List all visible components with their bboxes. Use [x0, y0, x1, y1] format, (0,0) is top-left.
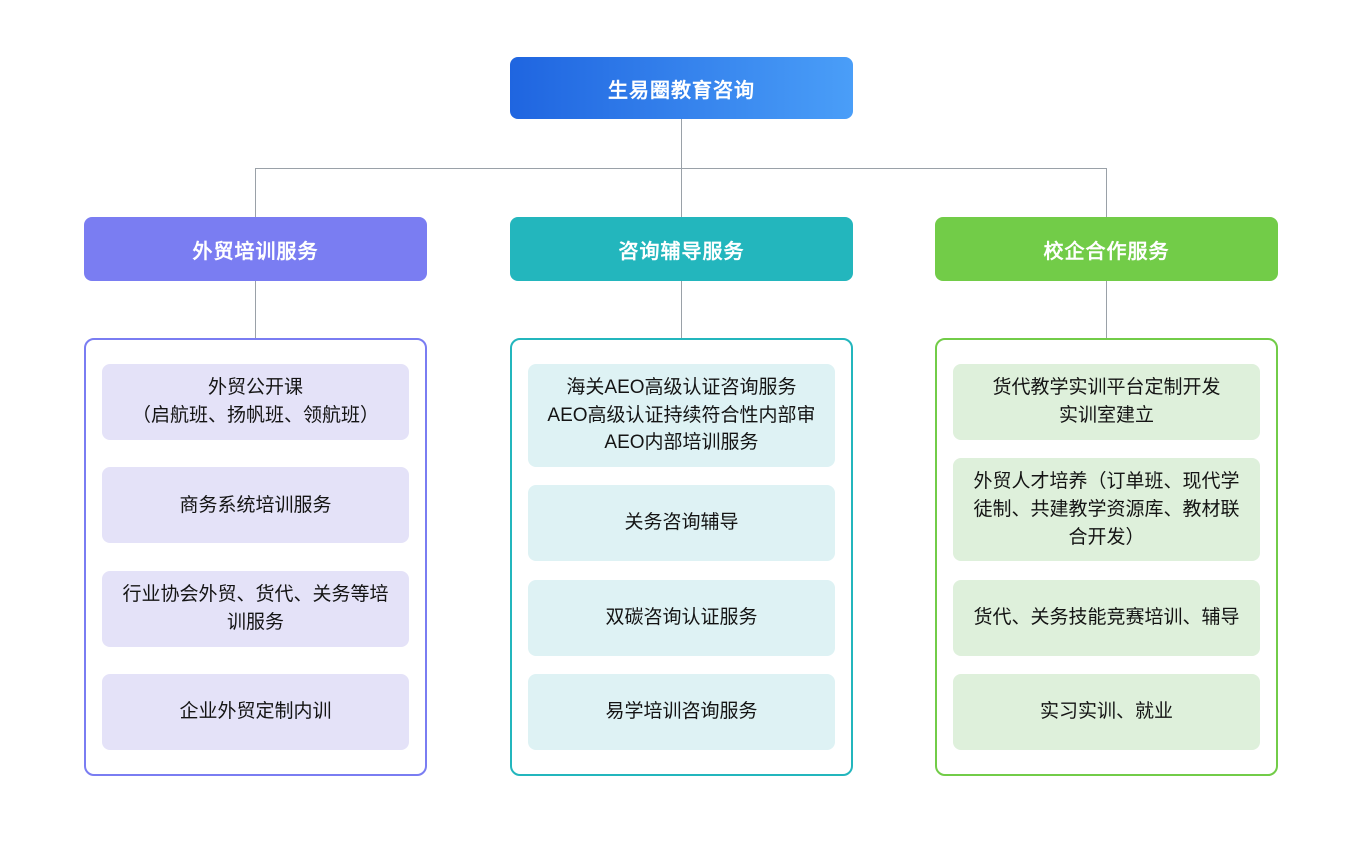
branch-header-foreign-trade-training: 外贸培训服务	[84, 217, 427, 281]
connector-branch2-container-drop	[681, 281, 682, 338]
connector-branch3-container-drop	[1106, 281, 1107, 338]
branch-header-label: 校企合作服务	[1043, 240, 1170, 263]
connector-branch3-drop	[1106, 168, 1107, 217]
connector-branch1-drop	[255, 168, 256, 217]
branch-container-foreign-trade-training: 外贸公开课 （启航班、扬帆班、领航班） 商务系统培训服务 行业协会外贸、货代、关…	[84, 338, 427, 776]
branch-item: 双碳咨询认证服务	[528, 579, 835, 656]
branch-item: 行业协会外贸、货代、关务等培 训服务	[102, 570, 409, 647]
branch-item: 货代、关务技能竞赛培训、辅导	[953, 579, 1260, 656]
branch-item: 实习实训、就业	[953, 674, 1260, 750]
branch-item: 易学培训咨询服务	[528, 674, 835, 750]
branch-item: 企业外贸定制内训	[102, 673, 409, 750]
branch-item: 货代教学实训平台定制开发 实训室建立	[953, 364, 1260, 440]
branch-header-label: 外贸培训服务	[192, 240, 319, 263]
branch-header-school-enterprise-cooperation: 校企合作服务	[935, 217, 1278, 281]
connector-branch2-drop	[681, 168, 682, 217]
branch-header-consulting-coaching: 咨询辅导服务	[510, 217, 853, 281]
branch-item: 外贸人才培养（订单班、现代学 徒制、共建教学资源库、教材联 合开发）	[953, 458, 1260, 562]
root-node: 生易圈教育咨询	[510, 57, 853, 119]
branch-item: 商务系统培训服务	[102, 467, 409, 544]
branch-header-label: 咨询辅导服务	[618, 240, 745, 263]
branch-item: 关务咨询辅导	[528, 485, 835, 562]
connector-branch1-container-drop	[255, 281, 256, 338]
root-node-label: 生易圈教育咨询	[608, 79, 755, 102]
branch-container-consulting-coaching: 海关AEO高级认证咨询服务 AEO高级认证持续符合性内部审 AEO内部培训服务 …	[510, 338, 853, 776]
branch-container-school-enterprise-cooperation: 货代教学实训平台定制开发 实训室建立 外贸人才培养（订单班、现代学 徒制、共建教…	[935, 338, 1278, 776]
branch-item: 外贸公开课 （启航班、扬帆班、领航班）	[102, 364, 409, 440]
connector-root-drop	[681, 119, 682, 168]
branch-item: 海关AEO高级认证咨询服务 AEO高级认证持续符合性内部审 AEO内部培训服务	[528, 364, 835, 467]
